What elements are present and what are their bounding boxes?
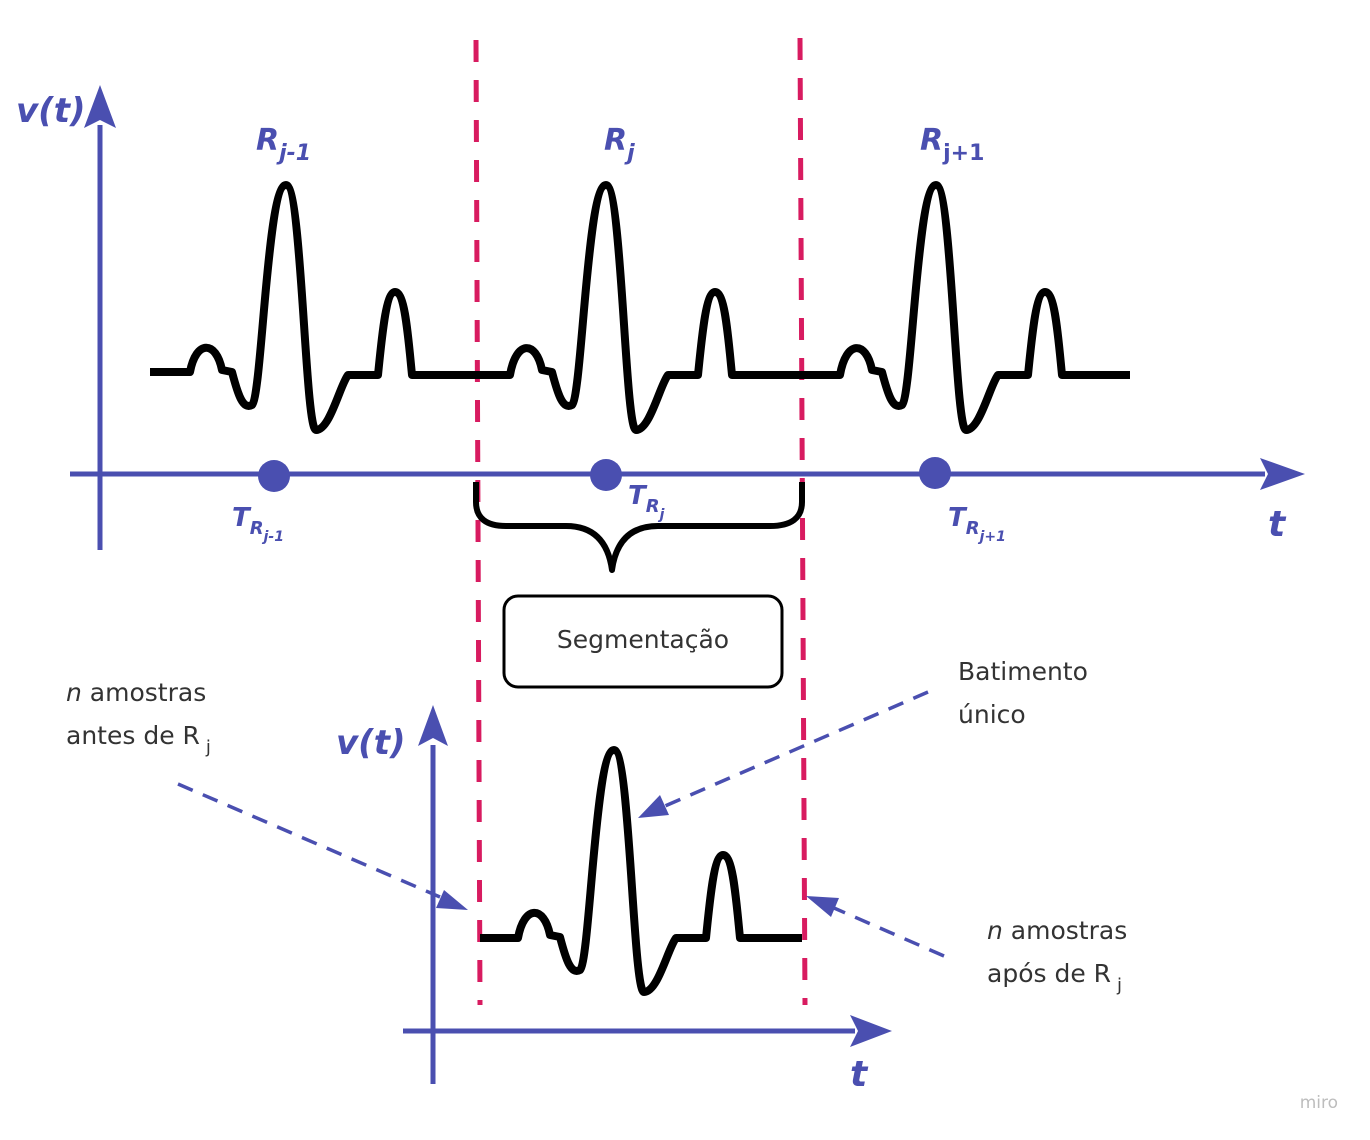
segmentation-label: Segmentação bbox=[557, 625, 729, 654]
arrow-right-icon bbox=[850, 1015, 892, 1047]
arrow-before-line bbox=[177, 782, 441, 899]
annotation-beat-line2: único bbox=[958, 700, 1026, 729]
arrow-beat-head bbox=[638, 795, 669, 818]
top-x-axis-label: t bbox=[1268, 504, 1287, 545]
peak-label-r-j-minus-1: Rj-1 bbox=[256, 123, 311, 166]
arrow-beat-line bbox=[664, 690, 929, 808]
ecg-signal-top bbox=[150, 181, 1130, 434]
ecg-single-beat bbox=[480, 746, 802, 996]
bottom-x-axis-label: t bbox=[850, 1054, 869, 1095]
segment-curly-brace bbox=[473, 482, 805, 573]
arrow-after-head bbox=[806, 896, 839, 917]
bottom-y-axis-label: v(t) bbox=[336, 723, 406, 763]
arrow-up-icon bbox=[84, 85, 116, 128]
arrow-after-line bbox=[833, 906, 945, 958]
peak-label-r-j: Rj bbox=[604, 123, 635, 166]
arrow-before-head bbox=[436, 890, 468, 910]
peak-label-r-j-plus-1: Rj+1 bbox=[920, 123, 984, 166]
time-label-t-r-j: TRj bbox=[628, 481, 665, 523]
segmentation-box bbox=[502, 594, 784, 689]
miro-watermark: miro bbox=[1300, 1093, 1338, 1113]
r-time-dot-1 bbox=[258, 460, 290, 492]
arrow-right-icon bbox=[1260, 458, 1305, 490]
time-label-t-r-j-minus-1: TRj-1 bbox=[232, 503, 284, 545]
arrow-up-icon bbox=[418, 705, 448, 746]
annotation-before-line1: n amostras bbox=[66, 678, 206, 707]
top-y-axis-label: v(t) bbox=[16, 91, 86, 131]
r-time-dot-2 bbox=[590, 459, 622, 491]
annotation-beat-line1: Batimento bbox=[958, 657, 1088, 686]
time-label-t-r-j-plus-1: TRj+1 bbox=[948, 503, 1006, 545]
r-time-dot-3 bbox=[919, 457, 951, 489]
segment-right-boundary bbox=[797, 37, 808, 1006]
annotation-after-line1: n amostras bbox=[987, 916, 1127, 945]
segment-left-boundary bbox=[473, 39, 483, 1006]
